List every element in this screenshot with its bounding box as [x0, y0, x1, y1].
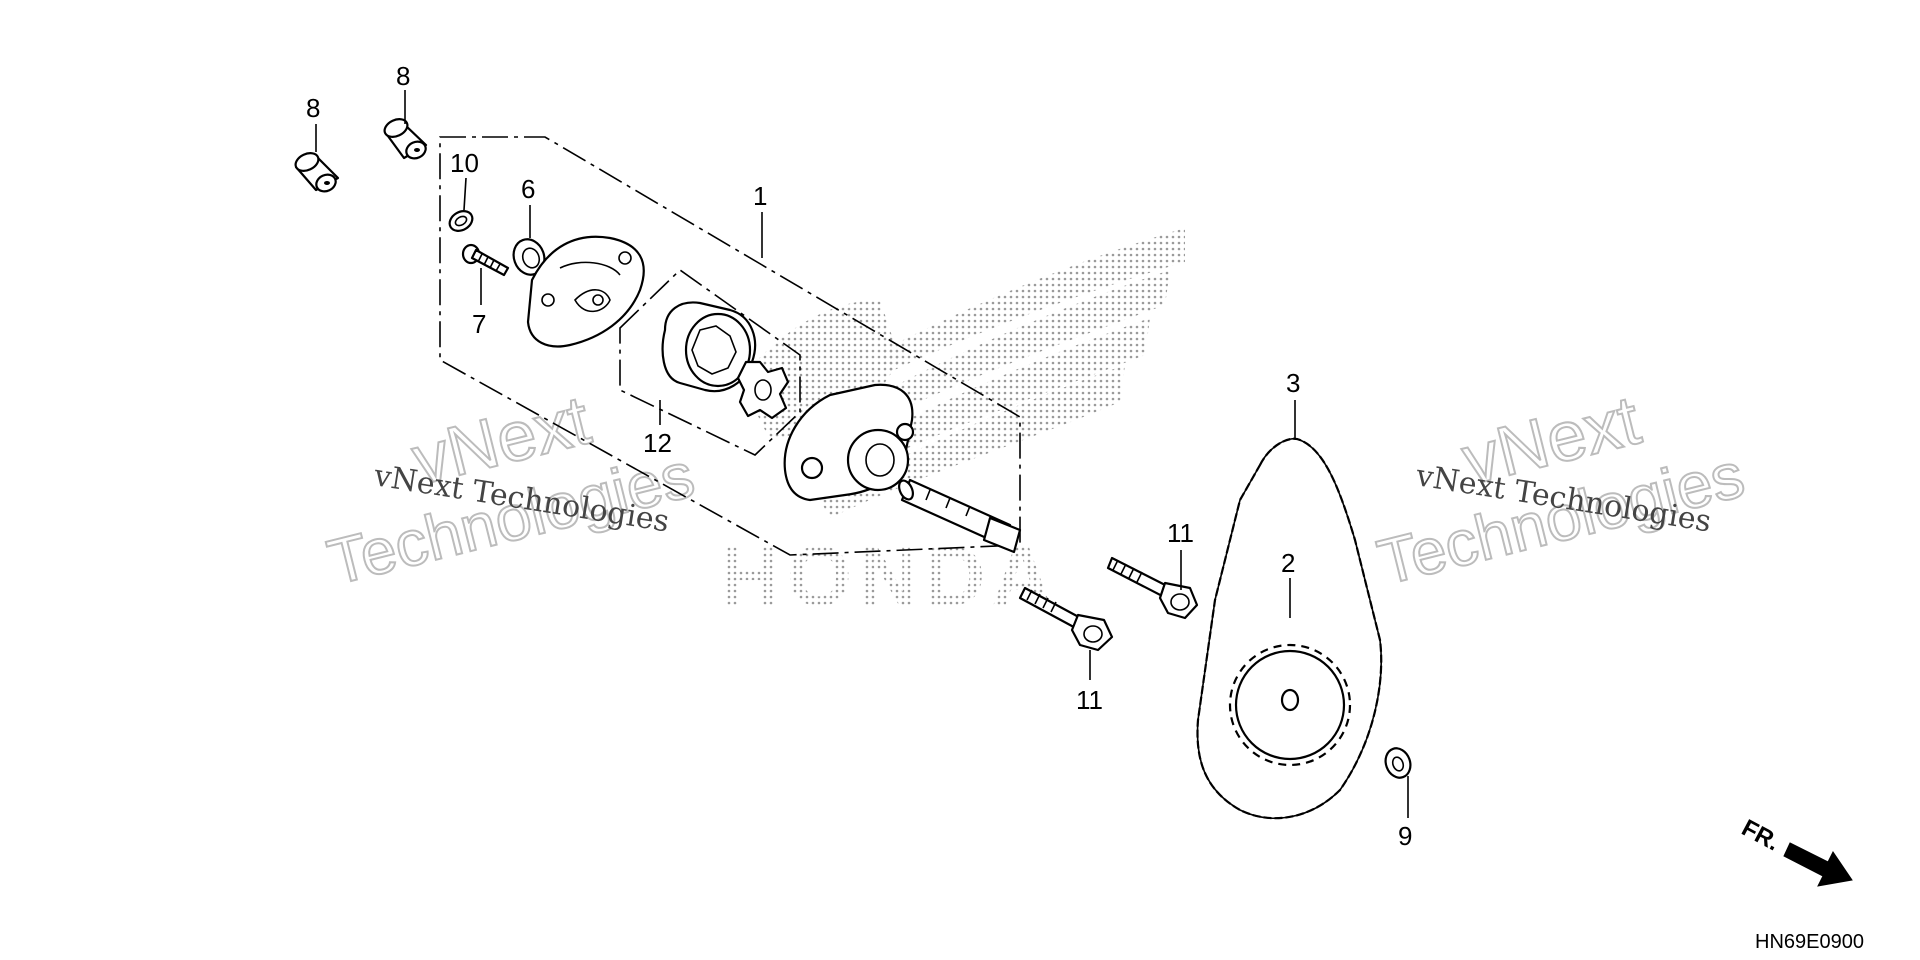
- collar-8-left: [294, 152, 340, 193]
- outer-rotor-12: [661, 301, 757, 393]
- pump-shaft: [898, 478, 1022, 554]
- callout-11-upper: 11: [1167, 518, 1194, 548]
- callout-9: 9: [1398, 821, 1412, 851]
- clip-9: [1384, 747, 1412, 779]
- collar-8-right: [383, 118, 428, 160]
- callout-10: 10: [450, 148, 479, 178]
- front-arrow-icon: [1783, 842, 1853, 887]
- callout-8-left: 8: [306, 93, 320, 123]
- callout-3: 3: [1286, 368, 1300, 398]
- bolt-7: [461, 243, 510, 277]
- drive-sprocket-2: [1228, 643, 1352, 767]
- assembly-12-outline: [619, 268, 801, 456]
- leader-lines: [315, 90, 1409, 818]
- flange-bolt-11-lower: [1018, 586, 1114, 652]
- clip-10: [448, 210, 474, 232]
- callout-6: 6: [521, 174, 535, 204]
- vnext-watermark-right: vNext Technologies vNext Technologies: [1370, 380, 1752, 600]
- callout-7: 7: [472, 309, 486, 339]
- diagram-reference-code: HN69E0900: [1755, 931, 1864, 953]
- inner-rotor-12: [736, 360, 790, 420]
- front-label: FR.: [1737, 814, 1784, 856]
- callout-11-lower: 11: [1076, 685, 1103, 715]
- vnext-watermark-left: vNext Technologies vNext Technologies: [320, 380, 702, 600]
- callout-2: 2: [1281, 548, 1295, 578]
- callout-8-right: 8: [396, 61, 410, 91]
- flange-bolt-11-upper: [1106, 556, 1199, 620]
- pump-cover-plate: [526, 235, 645, 348]
- assembly-1-outline: [439, 136, 1021, 556]
- front-direction-indicator: FR.: [1737, 814, 1853, 887]
- callout-12: 12: [643, 428, 672, 458]
- callout-1: 1: [753, 181, 767, 211]
- oil-pump-body: [783, 383, 915, 502]
